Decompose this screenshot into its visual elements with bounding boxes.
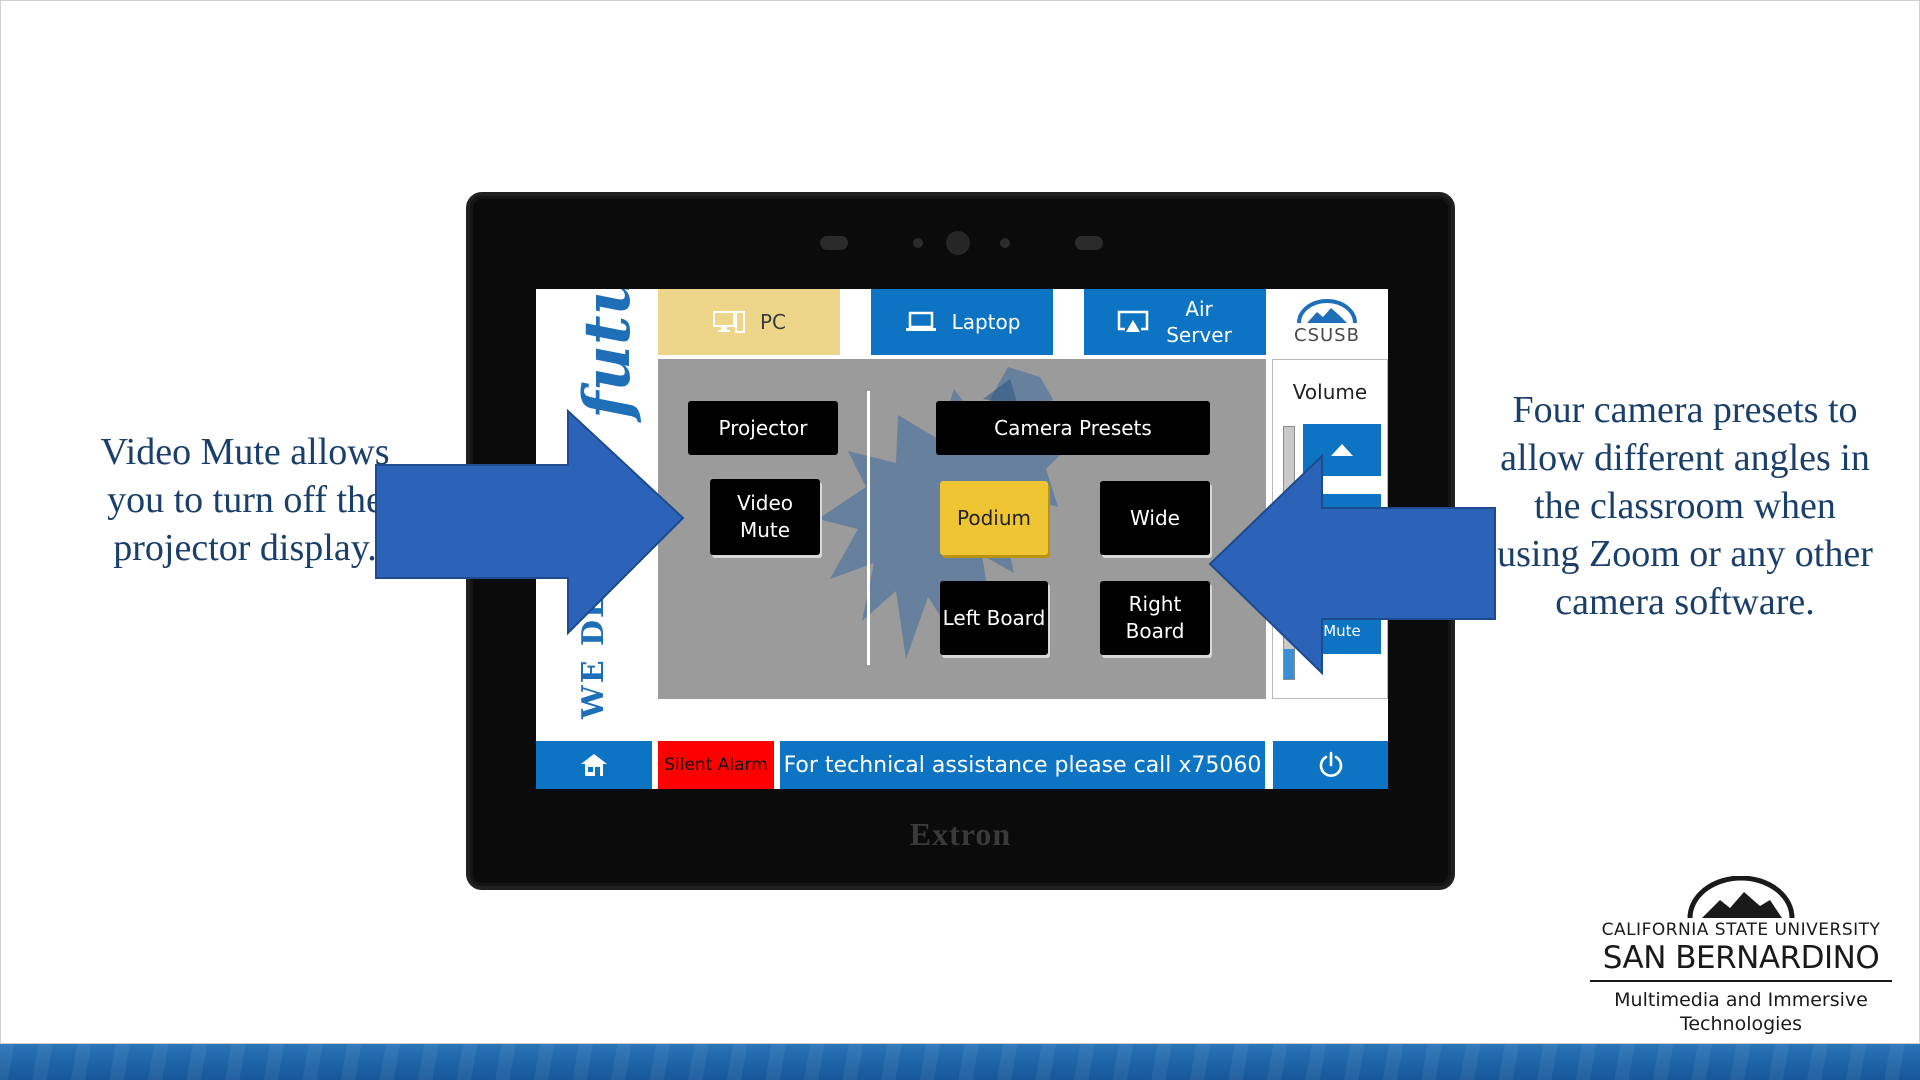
camera-lens — [946, 231, 970, 255]
desktop-computer-icon — [712, 311, 745, 333]
preset-left-board-button[interactable]: Left Board — [940, 581, 1048, 655]
source-laptop-label: Laptop — [951, 310, 1021, 334]
video-mute-button[interactable]: Video Mute — [710, 479, 820, 555]
chevron-up-icon — [1331, 444, 1353, 456]
video-mute-arrow — [375, 408, 685, 636]
device-brand: Extron — [909, 816, 1012, 852]
bottom-water-band — [0, 1044, 1920, 1080]
preset-podium-button[interactable]: Podium — [940, 481, 1048, 555]
volume-label: Volume — [1292, 380, 1368, 404]
home-icon — [581, 754, 607, 776]
sensor-dot-left — [913, 238, 923, 248]
logo-text: CSUSB — [1294, 324, 1360, 346]
department-name: Multimedia and Immersive Technologies — [1614, 989, 1868, 1035]
university-name-line2: SAN BERNARDINO — [1602, 940, 1880, 976]
airplay-icon — [1117, 310, 1149, 332]
csusb-logo: CSUSB — [1266, 289, 1388, 355]
laptop-icon — [905, 311, 936, 331]
source-air-server-button[interactable]: Air Server — [1084, 289, 1266, 355]
sensor-right — [1075, 236, 1103, 250]
preset-right-board-button[interactable]: Right Board — [1100, 581, 1210, 655]
technical-assistance-text: For technical assistance please call x75… — [780, 741, 1265, 789]
source-air-server-label: Air Server — [1166, 297, 1232, 347]
video-mute-caption: Video Mute allows you to turn off the pr… — [100, 431, 390, 569]
banner-script-text: future — [570, 289, 645, 419]
camera-presets-label: Camera Presets — [936, 401, 1210, 455]
camera-presets-caption: Four camera presets to allow different a… — [1497, 389, 1873, 623]
mountain-arch-icon — [1687, 876, 1795, 919]
source-laptop-button[interactable]: Laptop — [871, 289, 1053, 355]
power-button[interactable] — [1273, 741, 1388, 789]
university-name-line1: CALIFORNIA STATE UNIVERSITY — [1601, 920, 1881, 940]
volume-level — [1284, 648, 1294, 679]
control-area: Projector Video Mute Camera Presets Podi… — [658, 359, 1266, 699]
source-pc-button[interactable]: PC — [658, 289, 840, 355]
bottom-bar: Silent Alarm For technical assistance pl… — [536, 741, 1388, 789]
projector-label: Projector — [688, 401, 838, 455]
preset-wide-button[interactable]: Wide — [1100, 481, 1210, 555]
home-button[interactable] — [536, 741, 652, 789]
logo-divider — [1590, 980, 1892, 982]
csusb-university-logo: CALIFORNIA STATE UNIVERSITY SAN BERNARDI… — [1588, 876, 1894, 1036]
power-icon — [1319, 751, 1342, 777]
source-pc-label: PC — [759, 310, 787, 334]
camera-presets-arrow — [1208, 454, 1496, 676]
silent-alarm-button[interactable]: Silent Alarm — [658, 741, 774, 789]
sensor-left — [820, 236, 848, 250]
sensor-dot-right — [1000, 238, 1010, 248]
mountain-logo-icon — [1297, 298, 1357, 323]
section-divider — [867, 391, 870, 665]
